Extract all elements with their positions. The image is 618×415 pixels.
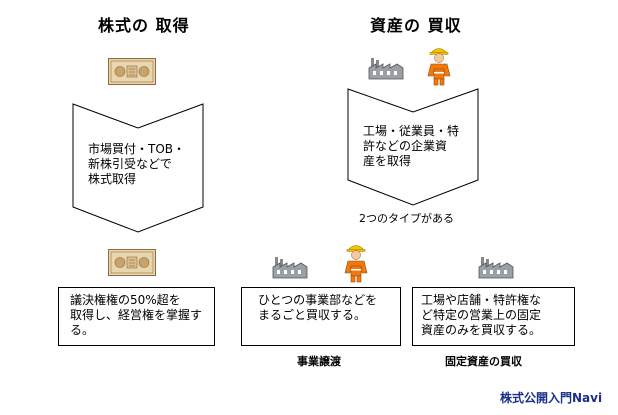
left-chevron-arrow [72, 103, 204, 233]
fixed-asset-box [412, 287, 575, 346]
factory-icon [478, 257, 514, 279]
banknote-icon [108, 249, 156, 276]
worker-icon [344, 245, 368, 283]
fixed-asset-label: 固定資産の買収 [445, 355, 522, 368]
left-title: 株式の 取得 [98, 16, 190, 35]
business-transfer-text: ひとつの事業部などを まるごと買収する。 [258, 293, 378, 322]
worker-icon [427, 48, 451, 86]
factory-icon [368, 58, 404, 80]
left-chevron-text: 市場買付・TOB・ 新株引受などで 株式取得 [88, 142, 186, 186]
left-result-text: 議決権権の50%超を 取得し、経営権を掌握す る。 [70, 293, 203, 337]
factory-icon [272, 257, 308, 279]
left-result-box [58, 287, 215, 346]
business-transfer-box [241, 287, 401, 346]
business-transfer-label: 事業譲渡 [297, 355, 341, 368]
fixed-asset-text: 工場や店舗・特許権な ど特定の営業上の固定 資産のみを買収する。 [421, 293, 542, 337]
banknote-icon [108, 58, 156, 85]
right-chevron-arrow [347, 88, 479, 206]
types-note: 2つのタイプがある [359, 212, 454, 225]
site-brand: 株式公開入門Navi [500, 391, 603, 405]
right-title: 資産の 買収 [370, 16, 462, 35]
right-chevron-text: 工場・従業員・特 許などの企業資 産を取得 [363, 124, 460, 168]
